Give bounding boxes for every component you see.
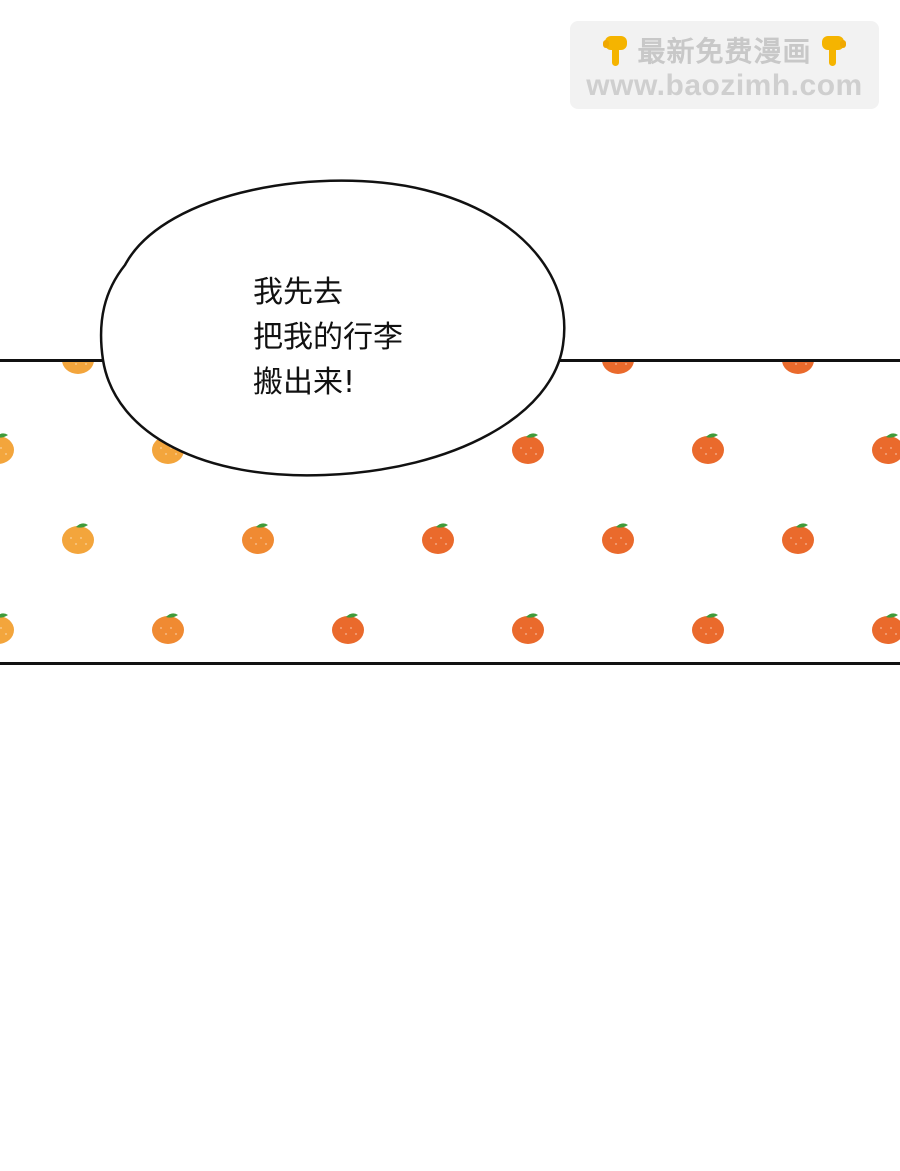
watermark-url: www.baozimh.com [586,69,863,102]
tangerine-icon [242,523,274,554]
speech-line: 我先去 [253,275,343,310]
tangerine-icon [422,523,454,554]
tangerine-icon [872,613,900,644]
tangerine-icon [332,613,364,644]
tangerine-icon [0,613,14,644]
tangerine-icon [152,613,184,644]
tangerine-icon [602,362,634,374]
tangerine-icon [782,523,814,554]
pointing-down-hand-icon [821,36,846,66]
tangerine-icon [512,433,544,464]
speech-bubble-text: 我先去 把我的行李 搬出来! [253,270,513,405]
tangerine-icon [782,362,814,374]
watermark-badge: 最新免费漫画 www.baozimh.com [570,21,879,109]
tangerine-pattern [0,362,900,644]
tangerine-icon [62,523,94,554]
tangerine-icon [692,433,724,464]
speech-bubble [99,179,566,477]
tangerine-icon [602,523,634,554]
tangerine-icon [692,613,724,644]
tangerine-icon [62,362,94,374]
watermark-title-row: 最新免费漫画 [570,31,879,69]
tangerine-icon [872,433,900,464]
tangerine-icon [512,613,544,644]
watermark-title: 最新免费漫画 [637,35,812,68]
speech-line: 把我的行李 [253,320,403,355]
tangerine-icon [0,433,14,464]
pointing-down-hand-icon [603,36,628,66]
speech-line: 搬出来! [253,365,356,400]
